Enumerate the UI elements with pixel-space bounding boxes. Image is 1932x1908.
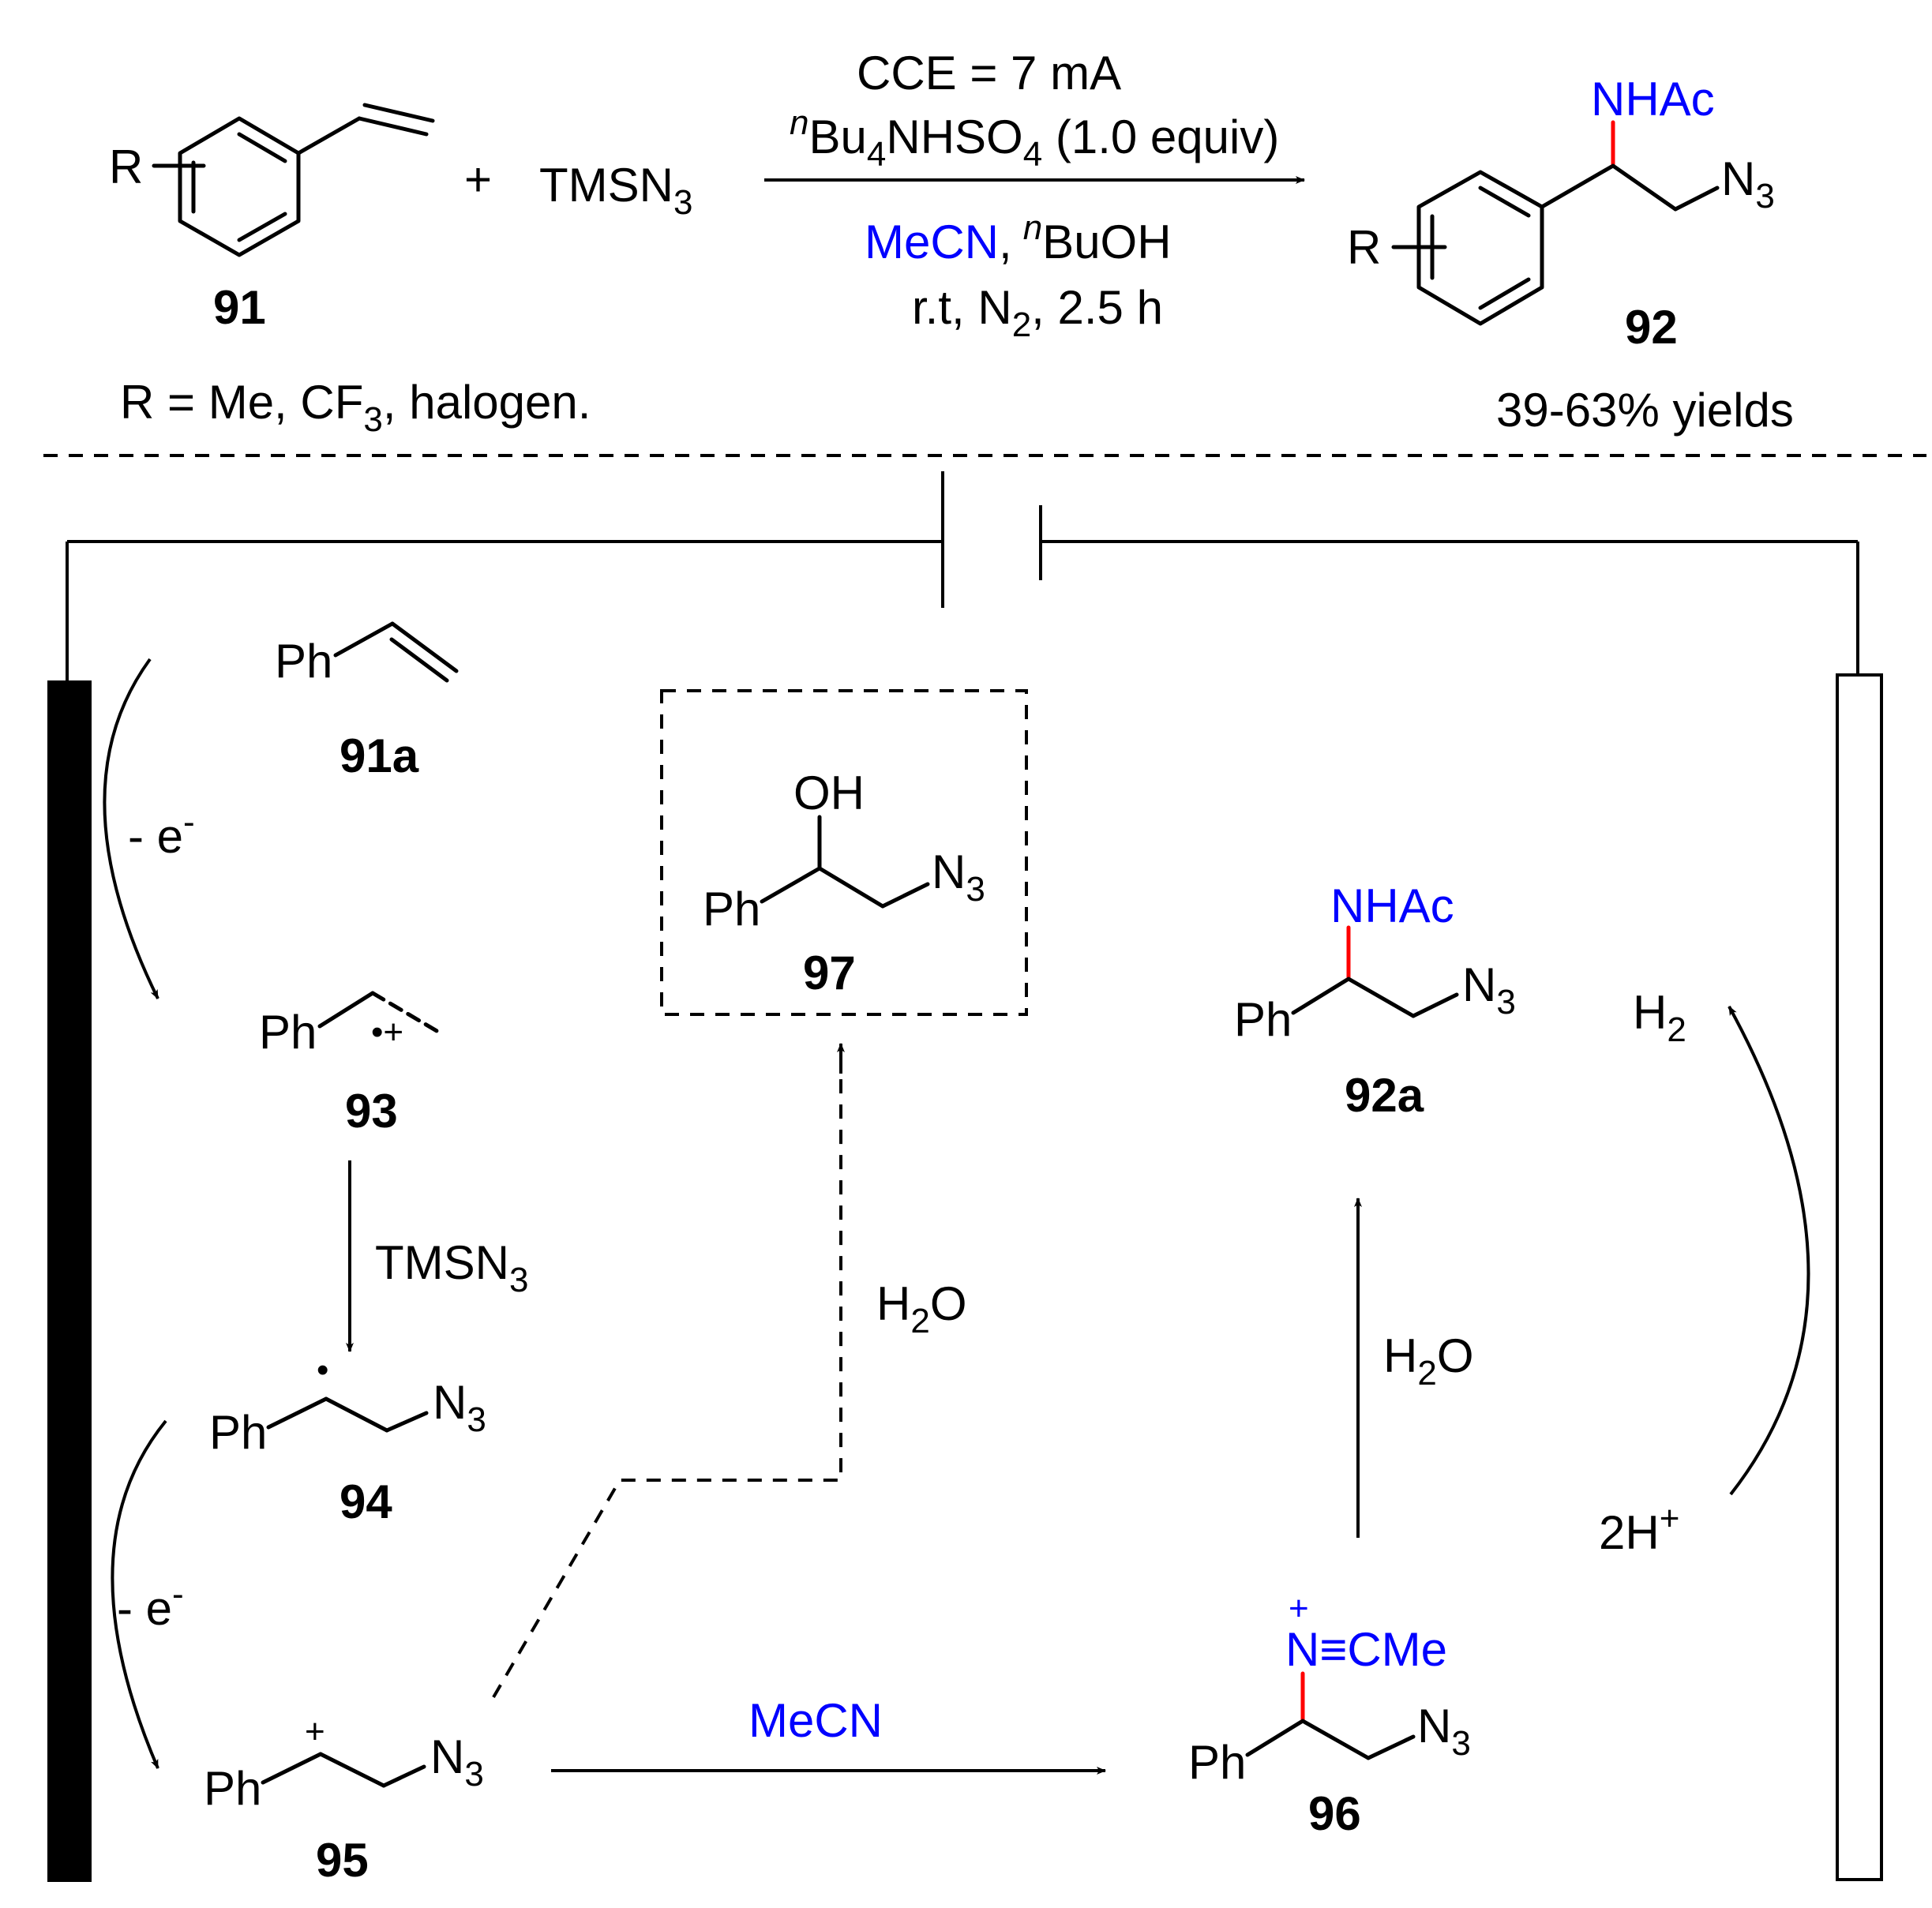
azide-92a: N3 xyxy=(1462,958,1516,1021)
oxidation-arrow-2 xyxy=(111,1419,167,1769)
azide-96: N3 xyxy=(1417,1700,1471,1763)
protons-label: 2H+ xyxy=(1599,1499,1679,1559)
compound-label-92: 92 xyxy=(1625,301,1678,354)
ph-97: Ph xyxy=(703,883,760,935)
substituent-scope: R = Me, CF3, halogen. xyxy=(120,376,591,439)
ph-95: Ph xyxy=(204,1762,261,1815)
alcohol-97: Ph OH N3 97 xyxy=(703,767,985,999)
nitrilium-plus: + xyxy=(1289,1589,1309,1628)
radical-cation-93: Ph •+ 93 xyxy=(259,991,445,1138)
cation-plus: + xyxy=(305,1712,325,1751)
ph-92a: Ph xyxy=(1234,993,1292,1046)
radical-dot: • xyxy=(317,1351,328,1389)
reagent-tmsn3: TMSN3 xyxy=(539,159,692,222)
compound-label-97: 97 xyxy=(803,947,856,999)
ph-93: Ph xyxy=(259,1006,317,1059)
styrene-91-structure: R xyxy=(109,103,435,257)
product-azide-92: N3 xyxy=(1721,152,1775,216)
mechanism: Ph 91a - e- Ph •+ 93 TMSN3 Ph • N3 xyxy=(47,471,1883,1887)
cathode-electrode xyxy=(1836,673,1883,1881)
azide-97: N3 xyxy=(932,845,985,909)
ph-94: Ph xyxy=(209,1406,267,1459)
hydrogen-label: H2 xyxy=(1633,986,1686,1049)
compound-label-91: 91 xyxy=(213,281,266,334)
compound-label-91a: 91a xyxy=(340,729,419,782)
water-label-97: H2O xyxy=(876,1277,967,1340)
compound-label-96: 96 xyxy=(1308,1787,1361,1840)
compound-label-94: 94 xyxy=(340,1475,392,1528)
styrene-91a: Ph 91a xyxy=(275,621,459,782)
oxidation-label-2: - e- xyxy=(117,1575,184,1635)
cation-95: Ph + N3 95 xyxy=(204,1712,484,1887)
oh-97: OH xyxy=(793,767,865,819)
condition-temperature-time: r.t, N2, 2.5 h xyxy=(912,281,1163,344)
ph-96: Ph xyxy=(1188,1736,1246,1789)
oxidation-label-1: - e- xyxy=(128,803,195,863)
product-92a: Ph NHAc N3 92a xyxy=(1234,879,1516,1122)
ph-91a: Ph xyxy=(275,635,332,688)
compound-label-95: 95 xyxy=(316,1834,369,1887)
product-92-structure: R NHAc N3 xyxy=(1347,73,1775,326)
nitrilium-group: N≡CMe xyxy=(1285,1623,1447,1676)
anode-electrode xyxy=(47,680,92,1882)
oxidation-arrow-1 xyxy=(103,658,159,999)
compound-label-92a: 92a xyxy=(1345,1069,1424,1122)
r-label-91: R xyxy=(109,141,143,193)
nhac-92a: NHAc xyxy=(1330,879,1454,932)
reduction-arrow xyxy=(1728,1006,1810,1496)
compound-label-93: 93 xyxy=(345,1085,398,1138)
water-label-92a: H2O xyxy=(1383,1329,1474,1393)
azide-94: N3 xyxy=(433,1376,486,1439)
yields-label: 39-63% yields xyxy=(1496,384,1794,437)
byproduct-box xyxy=(660,689,1028,1016)
product-nhac-92: NHAc xyxy=(1591,73,1715,126)
condition-current: CCE = 7 mA xyxy=(857,47,1121,99)
r-label-92: R xyxy=(1347,221,1381,274)
azidation-reagent: TMSN3 xyxy=(375,1236,528,1299)
condition-solvent: MeCN,nBuOH xyxy=(865,208,1172,268)
condition-electrolyte: nBu4NHSO4 (1.0 equiv) xyxy=(790,103,1279,174)
hydrolysis-dashed-path xyxy=(492,1058,842,1699)
mecn-reagent: MeCN xyxy=(748,1694,883,1747)
plus-sign: + xyxy=(464,153,492,206)
radical-94: Ph • N3 94 xyxy=(209,1351,486,1528)
radical-cation-sign: •+ xyxy=(371,1013,403,1051)
azide-95: N3 xyxy=(430,1730,484,1794)
top-reaction: R 91 + TMSN3 CCE = 7 mA nBu4NHSO4 (1.0 e… xyxy=(109,47,1794,439)
electrochemical-circuit xyxy=(47,471,1883,1882)
nitrilium-96: Ph N≡CMe + N3 96 xyxy=(1188,1589,1471,1840)
